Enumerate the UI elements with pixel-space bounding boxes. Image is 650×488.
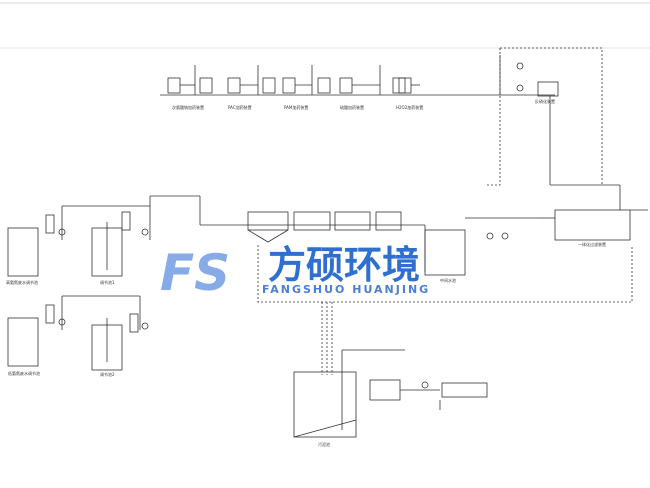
watermark-logo: FS: [160, 244, 230, 302]
watermark-en-text: FANGSHUO HUANJING: [262, 283, 430, 296]
label-reaction-tank-2: 调节池2: [100, 371, 115, 377]
label-top-right: 反硝化装置: [535, 98, 555, 104]
label-filter: 一体化过滤装置: [578, 241, 606, 247]
label-raw-tank-1: 高氨氮废水调节池: [6, 279, 38, 285]
label-sludge-tank: 污泥池: [318, 441, 330, 447]
dosing-unit-group: [167, 65, 420, 95]
label-dosing-1: 次氯酸钠加药装置: [172, 104, 204, 110]
label-dosing-5: H2O2加药装置: [396, 104, 423, 110]
label-dosing-4: 硫酸加药装置: [340, 104, 364, 110]
label-middle-tank: 中间水池: [440, 277, 456, 283]
watermark: FS 方硕环境 FANGSHUO HUANJING: [160, 243, 430, 302]
label-dosing-2: PAC加药装置: [228, 104, 252, 110]
label-dosing-3: PAM加药装置: [284, 104, 308, 110]
watermark-cn-text: 方硕环境: [268, 243, 420, 287]
label-raw-tank-2: 低氨氮废水调节池: [8, 370, 40, 376]
label-reaction-tank-1: 调节池1: [100, 279, 115, 285]
